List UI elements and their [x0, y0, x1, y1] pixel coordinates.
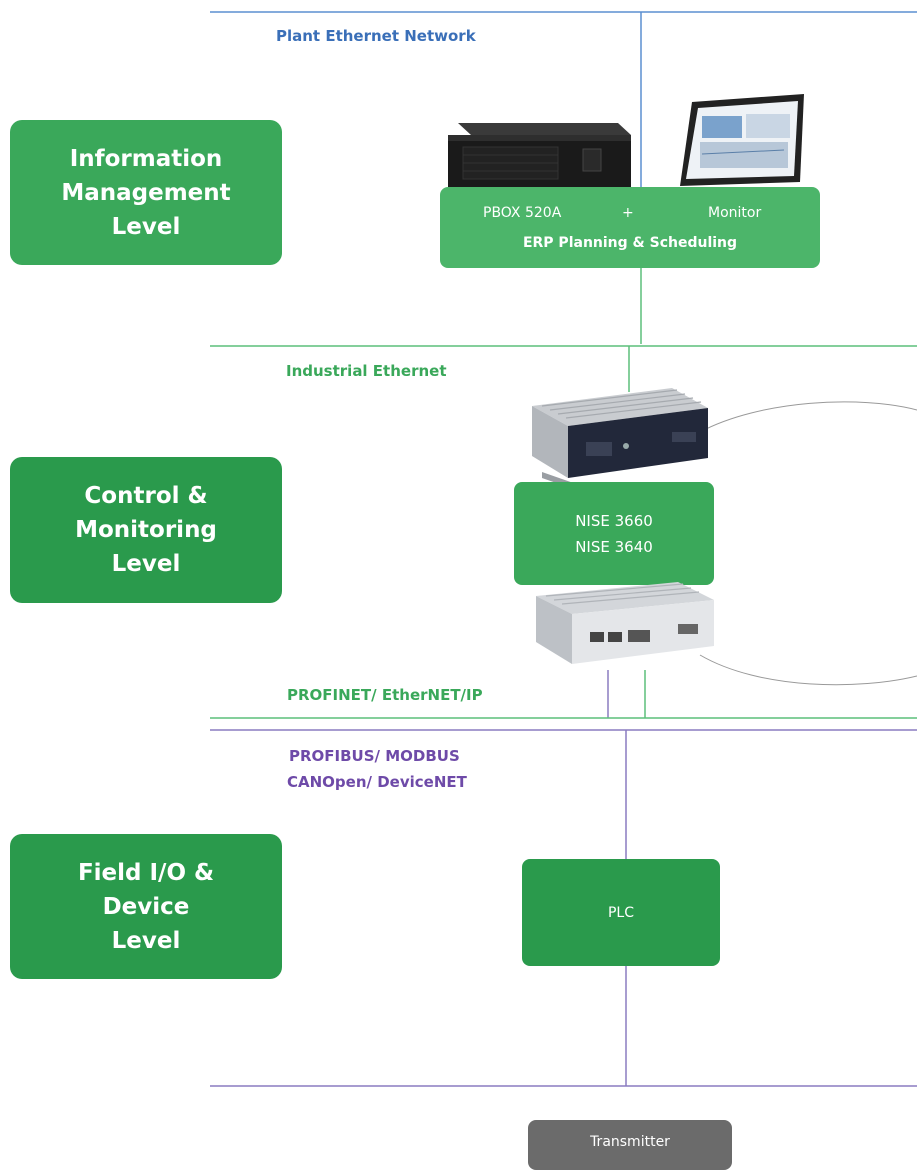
top-curve — [699, 401, 917, 433]
transmitter-label: Transmitter — [590, 1134, 670, 1150]
pbox-label: PBOX 520A — [483, 205, 562, 221]
network-lines — [210, 11, 917, 1087]
plc-label: PLC — [607, 904, 635, 921]
fieldbus-label-1: PROFIBUS/ MODBUS — [289, 747, 460, 765]
nise-device-box: NISE 3660 NISE 3640 — [514, 482, 714, 585]
pbox-server-icon — [448, 123, 631, 187]
plus-label: + — [622, 205, 634, 221]
profinet-label: PROFINET/ EtherNET/IP — [287, 686, 483, 704]
monitor-label: Monitor — [708, 205, 762, 221]
nise-3660-label: NISE 3660 — [575, 511, 653, 530]
nise-3640-label: NISE 3640 — [575, 537, 653, 556]
bottom-curve — [699, 654, 917, 686]
plant-ethernet-label: Plant Ethernet Network — [276, 27, 476, 45]
erp-label: ERP Planning & Scheduling — [522, 235, 738, 251]
plc-box: PLC — [522, 859, 720, 966]
control-monitoring-level: Control & Monitoring Level — [10, 457, 282, 603]
information-management-level: Information Management Level — [10, 120, 282, 265]
erp-device-box: PBOX 520A + Monitor ERP Planning & Sched… — [440, 187, 820, 268]
industrial-ethernet-label: Industrial Ethernet — [286, 362, 447, 380]
fieldbus-label-2: CANOpen/ DeviceNET — [287, 773, 467, 791]
monitor-icon — [680, 94, 804, 186]
transmitter-box: Transmitter — [528, 1120, 732, 1170]
field-io-device-level: Field I/O & Device Level — [10, 834, 282, 979]
nise-bottom-device-icon — [536, 582, 714, 664]
